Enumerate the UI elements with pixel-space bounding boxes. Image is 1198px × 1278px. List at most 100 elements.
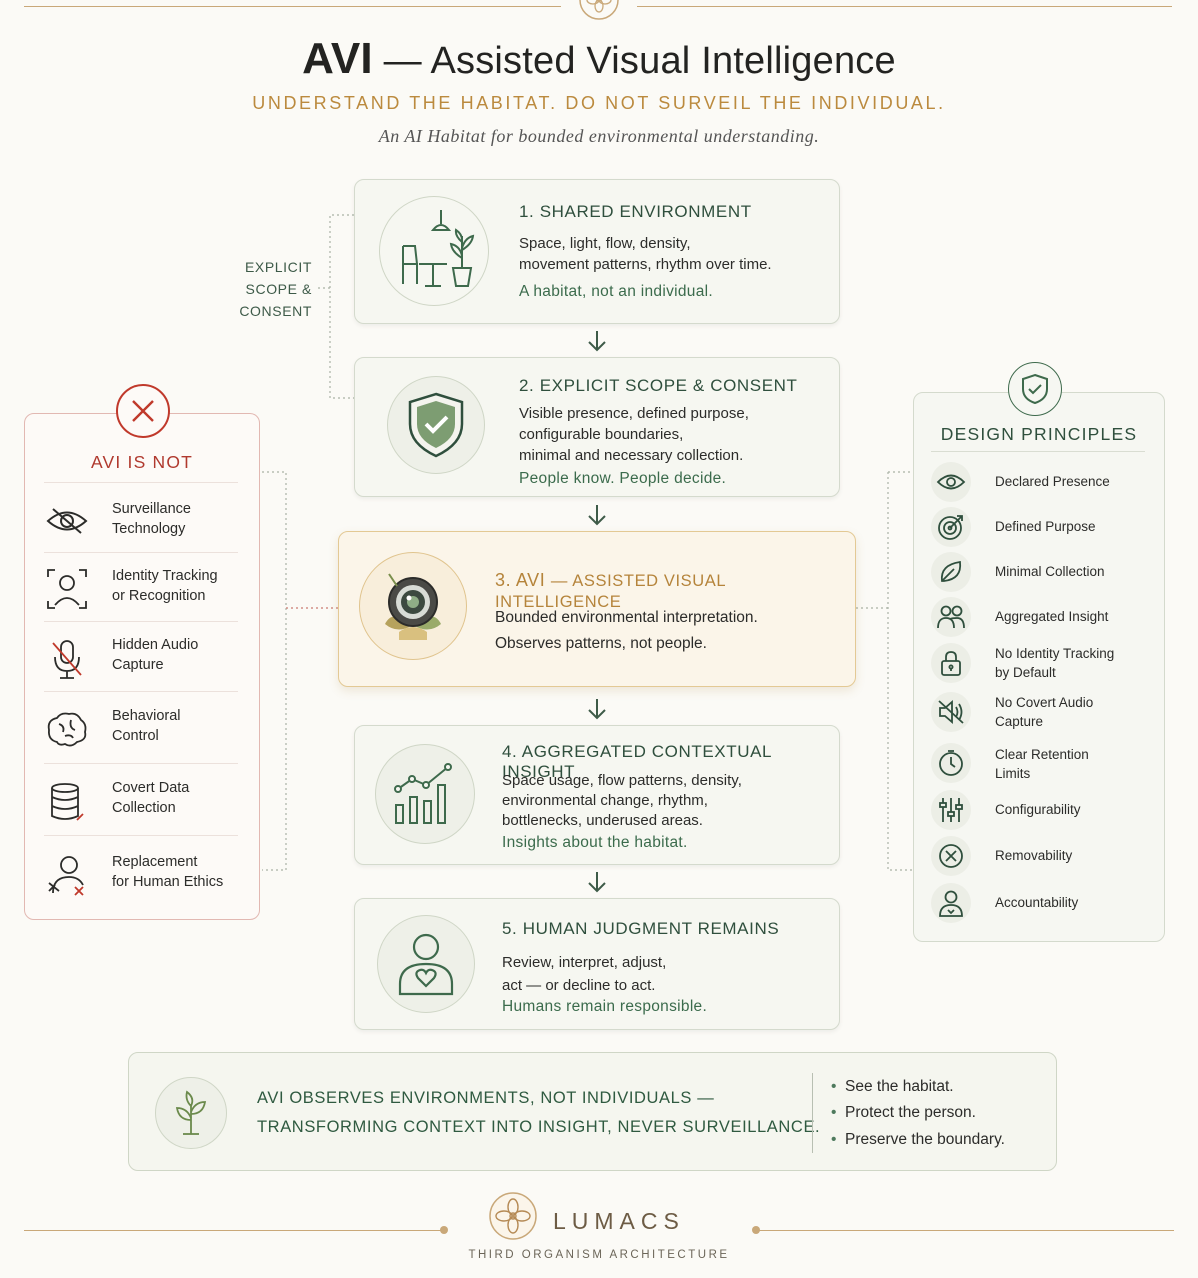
bullet-item: Preserve the boundary. xyxy=(831,1131,1005,1149)
step-body: Space usage, flow patterns, density, env… xyxy=(502,771,742,831)
list-item: Removability xyxy=(931,834,1151,878)
divider xyxy=(44,763,238,764)
step-body-line: Space, light, flow, density, xyxy=(519,235,691,252)
list-item: Defined Purpose xyxy=(931,505,1151,549)
divider xyxy=(931,451,1145,452)
item-label: Aggregated Insight xyxy=(995,609,1109,624)
item-label-line: Replacement xyxy=(112,854,198,870)
arrow-down-icon xyxy=(588,505,606,526)
eye-icon xyxy=(931,462,971,502)
brand-name: LUMACS xyxy=(553,1208,685,1234)
person-badge-icon xyxy=(931,883,971,923)
arrow-down-icon xyxy=(588,872,606,893)
item-label-line: Covert Data xyxy=(112,780,190,796)
item-label: Removability xyxy=(995,848,1073,863)
scope-consent-label: EXPLICIT SCOPE & CONSENT xyxy=(232,256,312,322)
leaf-icon xyxy=(931,552,971,592)
step-body-line: environmental change, rhythm, xyxy=(502,792,708,809)
item-label-line: Technology xyxy=(112,521,186,537)
bullet-item: See the habitat. xyxy=(831,1078,954,1096)
person-heart-icon xyxy=(377,915,475,1013)
brand-subtitle: THIRD ORGANISM ARCHITECTURE xyxy=(468,1249,730,1261)
step-body-line: movement patterns, rhythm over time. xyxy=(519,256,772,273)
eye-slash-icon xyxy=(44,498,90,544)
list-item: Aggregated Insight xyxy=(931,595,1151,639)
bullet-item: Protect the person. xyxy=(831,1104,976,1122)
item-label-line: by Default xyxy=(995,665,1056,680)
step-title-rest: — ASSISTED VISUAL INTELLIGENCE xyxy=(495,572,726,611)
step-card-avi: 3. AVI — ASSISTED VISUAL INTELLIGENCE Bo… xyxy=(338,531,856,687)
header-rule-left xyxy=(24,6,561,7)
item-label-line: Surveillance xyxy=(112,501,191,517)
item-label-line: Control xyxy=(112,728,159,744)
list-item: Minimal Collection xyxy=(931,550,1151,594)
banner-line1: AVI OBSERVES ENVIRONMENTS, NOT INDIVIDUA… xyxy=(257,1089,715,1107)
step-body: Review, interpret, adjust, act — or decl… xyxy=(502,951,666,997)
step-body-line: Review, interpret, adjust, xyxy=(502,954,667,971)
header-rule-right xyxy=(637,6,1172,7)
item-label-line: Identity Tracking xyxy=(112,568,218,584)
item-label-line: No Covert Audio xyxy=(995,695,1094,710)
shield-check-icon xyxy=(387,376,485,474)
step-body: Visible presence, defined purpose, confi… xyxy=(519,403,749,466)
step-note: Insights about the habitat. xyxy=(502,834,688,851)
item-label: Accountability xyxy=(995,895,1079,910)
scope-label-line2: SCOPE & xyxy=(245,281,312,297)
step-card-explicit-scope: 2. EXPLICIT SCOPE & CONSENT Visible pres… xyxy=(354,357,840,497)
sprout-icon xyxy=(155,1077,227,1149)
camera-lens-leaves-icon xyxy=(359,552,467,660)
step-title: 3. AVI — ASSISTED VISUAL INTELLIGENCE xyxy=(495,570,855,612)
item-label: Replacement for Human Ethics xyxy=(112,852,223,892)
item-label: Minimal Collection xyxy=(995,564,1105,579)
subtitle: An AI Habitat for bounded environmental … xyxy=(378,126,820,146)
footer-rule-right xyxy=(756,1230,1174,1231)
step-body: Space, light, flow, density, movement pa… xyxy=(519,233,772,275)
database-icon xyxy=(44,779,90,825)
speaker-off-icon xyxy=(931,692,971,732)
scope-label-line3: CONSENT xyxy=(239,303,312,319)
step-note: A habitat, not an individual. xyxy=(519,283,713,300)
step-body-line: Space usage, flow patterns, density, xyxy=(502,772,742,789)
step-title: 5. HUMAN JUDGMENT REMAINS xyxy=(502,919,780,938)
page-title: AVI — Assisted Visual Intelligence xyxy=(0,34,1198,84)
step-body-line: Bounded environmental interpretation. xyxy=(495,609,758,626)
target-icon xyxy=(931,507,971,547)
flower-emblem-icon xyxy=(579,0,619,20)
divider xyxy=(44,691,238,692)
list-item: Replacement for Human Ethics xyxy=(44,838,238,908)
title-avi: AVI xyxy=(302,34,373,83)
step-body-line: Visible presence, defined purpose, xyxy=(519,405,749,422)
arrow-down-icon xyxy=(588,699,606,720)
step-body-line: Observes patterns, not people. xyxy=(495,635,707,652)
divider xyxy=(812,1073,813,1153)
x-circle-icon xyxy=(931,836,971,876)
item-label-line: Behavioral xyxy=(112,708,181,724)
step-title: 2. EXPLICIT SCOPE & CONSENT xyxy=(519,376,798,395)
item-label-line: Limits xyxy=(995,766,1031,781)
banner-line2: TRANSFORMING CONTEXT INTO INSIGHT, NEVER… xyxy=(257,1118,821,1136)
step-title: 1. SHARED ENVIRONMENT xyxy=(519,202,752,221)
brain-icon xyxy=(44,707,90,753)
sliders-icon xyxy=(931,790,971,830)
item-label-line: Capture xyxy=(112,657,164,673)
item-label-line: Hidden Audio xyxy=(112,637,199,653)
shield-check-badge-icon xyxy=(1008,362,1062,416)
lock-icon xyxy=(931,643,971,683)
microphone-off-icon xyxy=(44,636,90,682)
list-item: Accountability xyxy=(931,881,1151,925)
design-principles-title: DESIGN PRINCIPLES xyxy=(940,424,1138,444)
item-label-line: for Human Ethics xyxy=(112,874,224,890)
footer-rule-left xyxy=(24,1230,444,1231)
